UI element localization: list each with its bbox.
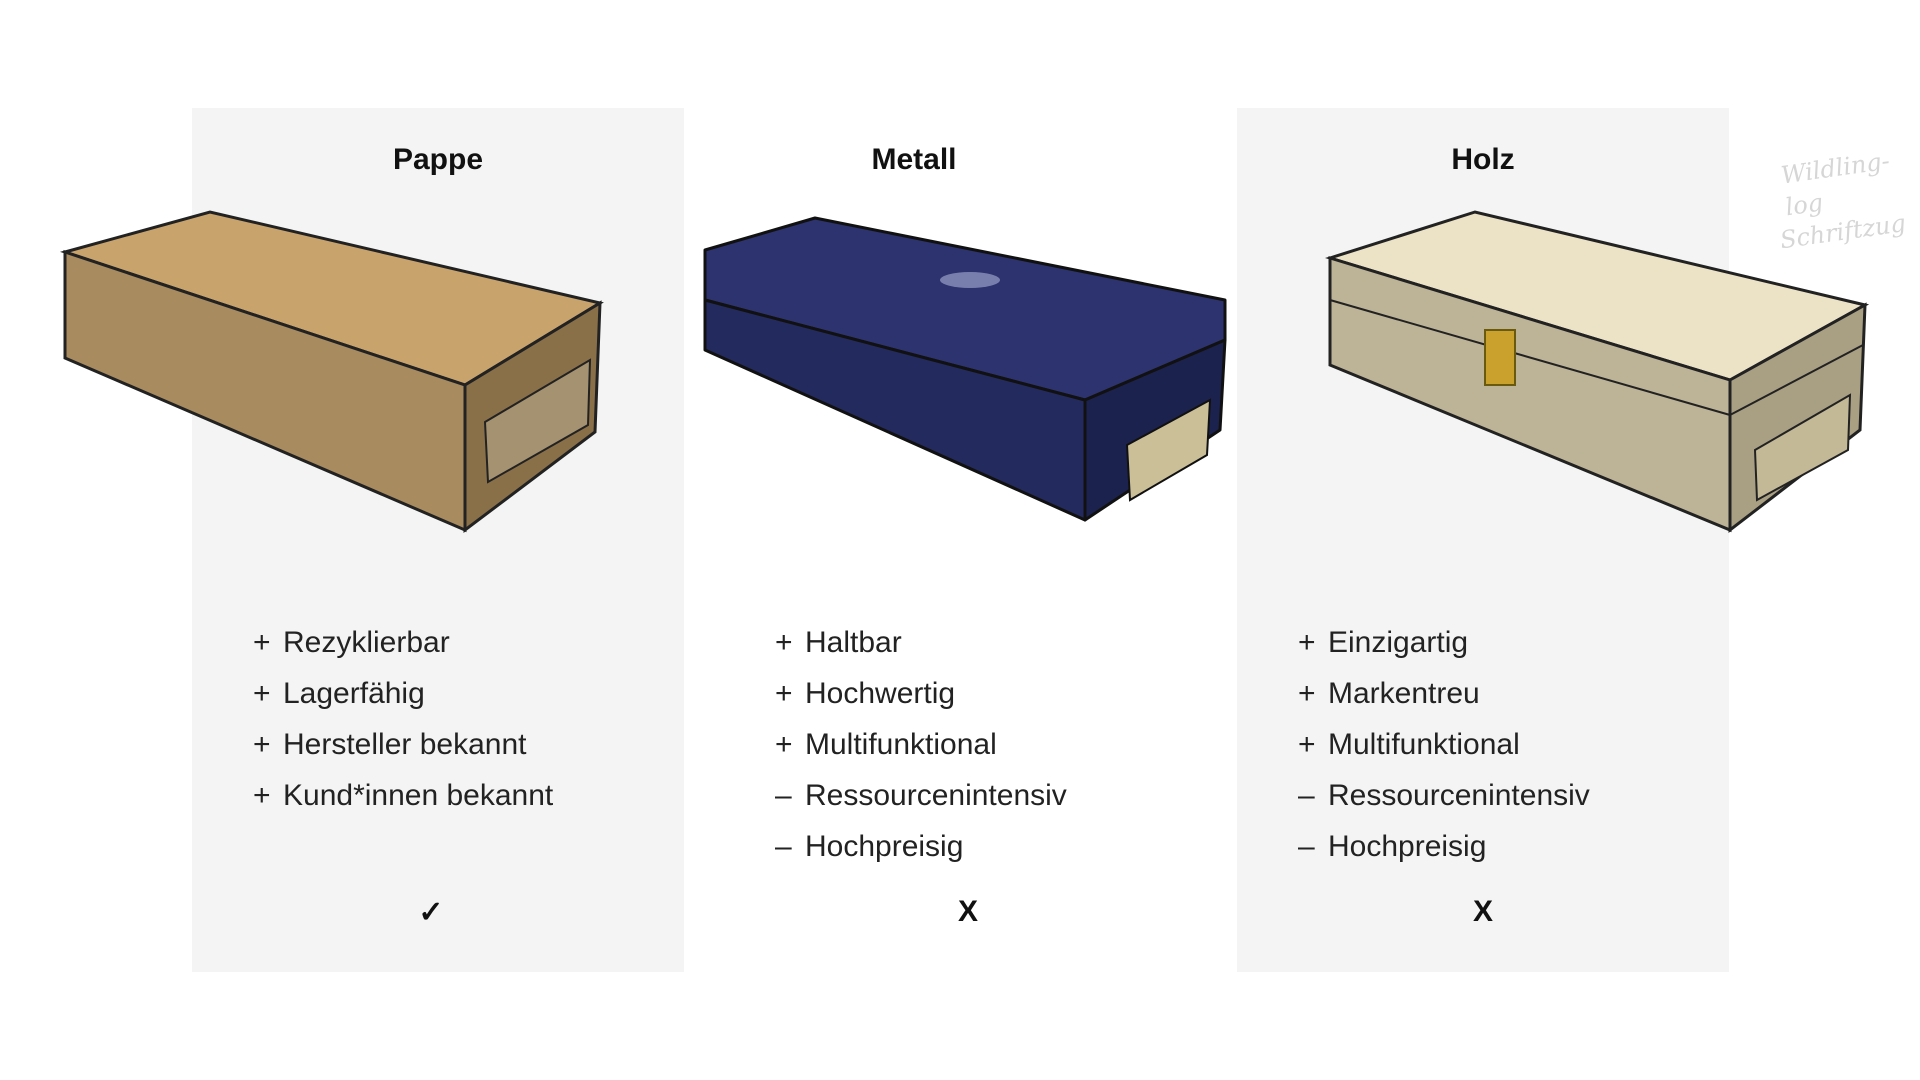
list-item: –Ressourcenintensiv bbox=[1298, 779, 1590, 812]
verdict-x-icon: X bbox=[957, 895, 978, 928]
list-item: –Ressourcenintensiv bbox=[775, 779, 1067, 812]
watermark-signature: Wildling-log Schriftzug bbox=[1778, 146, 1908, 255]
pros-cons-list-pappe: +Rezyklierbar +Lagerfähig +Hersteller be… bbox=[253, 617, 553, 821]
list-item: +Kund*innen bekannt bbox=[253, 779, 554, 812]
list-item: +Einzigartig bbox=[1298, 626, 1469, 659]
list-item: +Rezyklierbar bbox=[253, 626, 450, 659]
list-item: +Hersteller bekannt bbox=[253, 728, 527, 761]
list-item: –Hochpreisig bbox=[1298, 830, 1487, 863]
column-title: Holz bbox=[1451, 143, 1515, 176]
metal-box-illustration bbox=[703, 216, 1227, 522]
wooden-box-illustration bbox=[1325, 210, 1870, 534]
column-title: Metall bbox=[871, 143, 957, 176]
cardboard-box-illustration bbox=[60, 210, 604, 534]
list-item: +Multifunktional bbox=[775, 728, 997, 761]
list-item: +Multifunktional bbox=[1298, 728, 1520, 761]
list-item: +Hochwertig bbox=[775, 677, 956, 710]
verdict-check-icon: ✓ bbox=[418, 896, 444, 929]
column-title: Pappe bbox=[392, 143, 484, 176]
list-item: +Markentreu bbox=[1298, 677, 1480, 710]
list-item: –Hochpreisig bbox=[775, 830, 964, 863]
column-metall: Metall bbox=[700, 108, 1192, 972]
list-item: +Lagerfähig bbox=[253, 677, 425, 710]
verdict-x-icon: X bbox=[1472, 895, 1493, 928]
list-item: +Haltbar bbox=[775, 626, 902, 659]
pros-cons-list-holz: +Einzigartig +Markentreu +Multifunktiona… bbox=[1298, 617, 1590, 872]
pros-cons-list-metall: +Haltbar +Hochwertig +Multifunktional –R… bbox=[775, 617, 1067, 872]
